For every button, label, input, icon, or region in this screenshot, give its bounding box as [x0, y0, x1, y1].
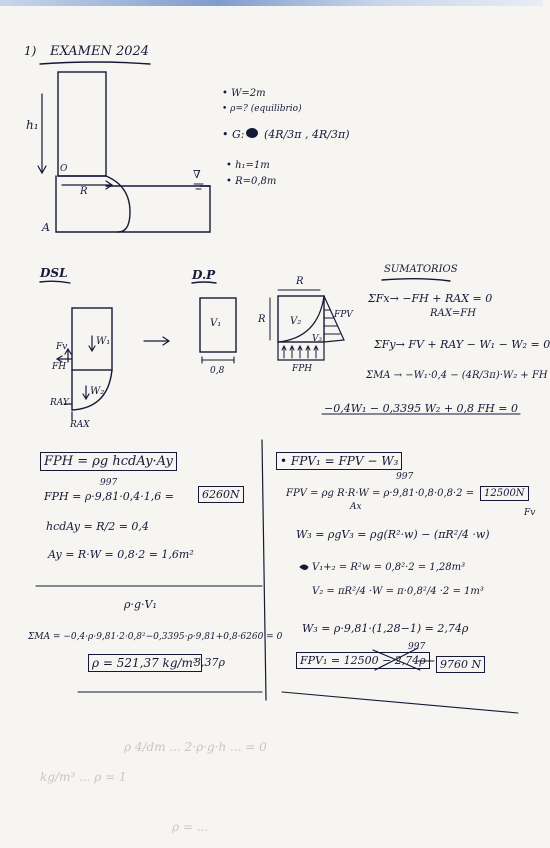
- fpv-calc: FPV = ρg R·R·W = ρ·9,81·0,8·0,8·2 =: [286, 488, 475, 499]
- upper-block: [57, 71, 107, 177]
- fpv1-formula: FPV₁ = 12500 − 2,74ρ: [296, 652, 430, 669]
- fpv-v2: V₂ = πR²/4 ·W = π·0,8²/4 ·2 = 1m³: [312, 586, 484, 597]
- pressure-r-side: R: [258, 314, 266, 325]
- label-h1: h₁: [26, 118, 39, 132]
- given-h1: • h₁=1m: [226, 160, 270, 171]
- ghost-line-1: ρ 4/dm ... 2·ρ·g·h ... = 0: [124, 740, 267, 754]
- fph-calc: FPH = ρ·9,81·0,4·1,6 =: [44, 490, 174, 503]
- tank-outline: [55, 175, 211, 233]
- label-o: O: [60, 164, 68, 174]
- fpv-w3-calc: W₃ = ρ·9,81·(1,28−1) = 2,74ρ: [302, 622, 469, 635]
- given-r: • R=0,8m: [226, 176, 277, 187]
- ghost-line-3: ρ = ...: [172, 820, 209, 834]
- page-title: EXAMEN 2024: [50, 44, 150, 59]
- fph-formula: FPH = ρg hcdAy·Ay: [40, 452, 177, 471]
- pressure-r-top: R: [296, 276, 304, 287]
- dsl-ray: RAY: [50, 398, 69, 408]
- dsl-w1: W₁: [96, 336, 111, 347]
- pressure-v3: V₃: [312, 334, 323, 344]
- pressure-v2: V₂: [290, 316, 302, 327]
- main-figure: [37, 71, 211, 233]
- heading-sumatorios: SUMATORIOS: [384, 264, 458, 275]
- dp-v1: V₁: [210, 318, 222, 329]
- fpv-ax: Ax: [350, 502, 362, 512]
- fph-result: 6260N: [198, 486, 244, 503]
- label-r-main: R: [80, 186, 88, 197]
- given-w: • W=2m: [222, 88, 266, 99]
- fpv-formula: • FPV₁ = FPV − W₃: [276, 452, 403, 470]
- given-cg-formula: (4R/3π , 4R/3π): [264, 128, 350, 141]
- given-rho: • ρ=? (equilibrio): [222, 104, 302, 114]
- sum-fy: ΣFy→ FV + RAY − W₁ − W₂ = 0: [374, 338, 550, 351]
- top-color-strip: [0, 0, 543, 6]
- free-surface-icon: ∇: [193, 168, 201, 181]
- pressure-fph: FPH: [292, 364, 313, 374]
- centroid-dot-icon: [246, 128, 258, 138]
- fph-rho-note: 997: [100, 478, 118, 488]
- sum-fx-result: RAX=FH: [430, 308, 476, 319]
- moment-side: 3,37ρ: [194, 656, 225, 669]
- fpv-v1v2: V₁+₂ = R²w = 0,8²·2 = 1,28m³: [312, 562, 466, 573]
- given-cg-label: • G:: [222, 128, 245, 141]
- dsl-fv: Fv: [56, 342, 68, 352]
- title-underline: [39, 61, 151, 65]
- sum-ma: ΣMA → −W₁·0,4 − (4R/3π)·W₂ + FH: [366, 370, 548, 381]
- label-a: A: [42, 221, 50, 234]
- problem-number: 1): [24, 44, 37, 58]
- dp-dim: 0,8: [210, 366, 225, 376]
- fpv-result: 12500N: [480, 486, 529, 501]
- dsl-fh: FH: [52, 362, 67, 372]
- heading-dsl: DSL: [40, 266, 68, 280]
- ghost-line-2: kg/m³ ... ρ = 1: [40, 770, 127, 784]
- heading-dp: D.P: [192, 268, 216, 282]
- moment-eq: ΣMA = −0,4·ρ·9,81·2·0,8²−0,3395·ρ·9,81+0…: [28, 632, 283, 642]
- pressure-fpv: FPV: [334, 310, 353, 320]
- rho-result: ρ = 521,37 kg/m³: [88, 654, 202, 672]
- quarter-gate: [105, 175, 131, 233]
- fpv-rho-note: 997: [396, 472, 414, 482]
- fpv-w3: W₃ = ρgV₃ = ρg(R²·w) − (πR²/4 ·w): [296, 528, 490, 541]
- fpv-fv-side: Fv: [524, 508, 536, 518]
- fph-hcd: hcdAy = R/2 = 0,4: [46, 520, 149, 533]
- pressure-figure: [269, 289, 345, 361]
- dp-figure: [199, 297, 237, 364]
- fpv1-result: 9760 N: [436, 656, 486, 673]
- sum-fx: ΣFx→ −FH + RAX = 0: [368, 292, 493, 305]
- dsl-rax: RAX: [70, 420, 90, 430]
- moment-over: ρ·g·V₁: [124, 598, 157, 611]
- fph-ay: Ay = R·W = 0,8·2 = 1,6m²: [48, 548, 194, 561]
- fpv-rho-note2: 997: [408, 642, 426, 652]
- dsl-w2: W₂: [90, 386, 105, 397]
- dsl-figure: [55, 307, 171, 421]
- sum-ma-result: −0,4W₁ − 0,3395 W₂ + 0,8 FH = 0: [324, 402, 518, 415]
